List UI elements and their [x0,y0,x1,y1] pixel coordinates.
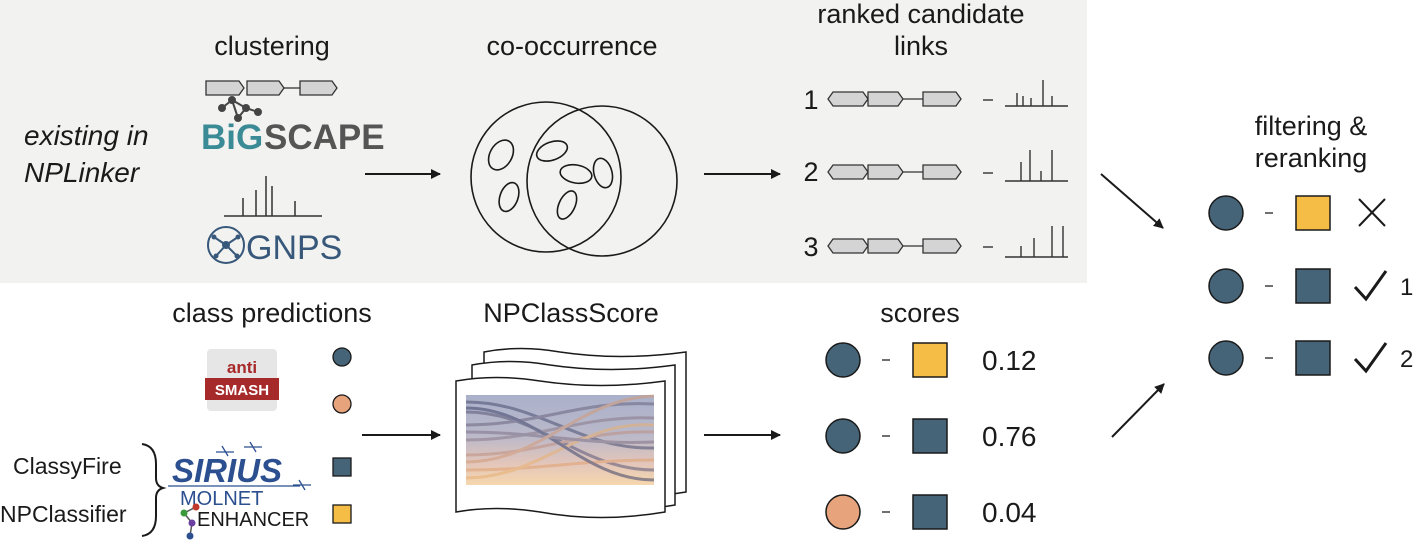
svg-text:2: 2 [1400,346,1413,373]
svg-text:1: 1 [1400,274,1413,301]
filtering-title-line2: reranking [1255,143,1368,173]
svg-text:2: 2 [803,157,818,187]
npclassifier-label: NPClassifier [0,501,127,527]
svg-text:BiG: BiG [201,118,263,157]
venn-diagram [470,101,678,257]
antismash-class-circle-blue [332,347,352,367]
existing-label-line1: existing in [24,120,149,151]
filtering-title-line1: filtering & [1255,111,1368,141]
background-band [0,0,1087,283]
brace [141,443,167,537]
cross-icon [1358,198,1386,227]
antismash-class-circle-orange [332,394,352,414]
check-icon [1353,342,1388,374]
svg-text:SIRIUS: SIRIUS [172,452,282,489]
clustering-title: clustering [214,31,330,61]
classyfire-class-square [332,457,352,477]
ranked-row-1: 1 [803,80,1068,115]
svg-text:0.12: 0.12 [982,345,1037,376]
scores-title: scores [880,298,960,328]
ranked-title-line1: ranked candidate [817,0,1024,29]
clustering-gene-cluster [205,80,338,96]
svg-text:0.04: 0.04 [982,497,1037,528]
ranked-title-line2: links [894,31,948,61]
svg-text:anti: anti [227,358,257,377]
sirius-logo: SIRIUS [168,441,311,491]
npclassifier-class-square [332,504,352,524]
molnet-enhancer-logo: MOLNET ENHANCER [180,488,309,540]
clustering-spectrum [224,176,322,217]
svg-text:0.76: 0.76 [982,421,1037,452]
cooccurrence-title: co-occurrence [486,31,657,61]
gnps-logo: GNPS [207,226,342,267]
svg-text:1: 1 [803,85,818,115]
svg-text:GNPS: GNPS [246,229,342,267]
antismash-logo: anti SMASH [205,349,279,411]
score-row-1: 0.12 [825,342,1037,378]
svg-text:ENHANCER: ENHANCER [197,509,309,531]
class-predictions-title: class predictions [172,298,372,328]
npclassscore-title: NPClassScore [483,298,659,328]
svg-text:MOLNET: MOLNET [180,488,263,510]
svg-text:SCAPE: SCAPE [264,118,385,157]
existing-label-line2: NPLinker [24,157,141,188]
score-row-2: 0.76 [825,418,1037,454]
check-icon [1353,270,1388,302]
svg-text:SMASH: SMASH [215,382,269,399]
score-row-3: 0.04 [825,494,1037,530]
filtering-row-2: 1 [1208,268,1413,304]
svg-text:3: 3 [803,232,818,262]
sankey-stack [455,347,687,519]
bigscape-logo: BiG SCAPE [201,96,385,157]
filtering-row-1 [1208,195,1386,231]
ranked-row-3: 3 [803,226,1068,262]
classyfire-label: ClassyFire [13,453,122,479]
arrow-scores-to-filtering [1111,383,1165,438]
arrow-ranked-to-filtering [1100,173,1164,229]
filtering-row-3: 2 [1208,340,1413,376]
ranked-row-2: 2 [803,150,1068,187]
